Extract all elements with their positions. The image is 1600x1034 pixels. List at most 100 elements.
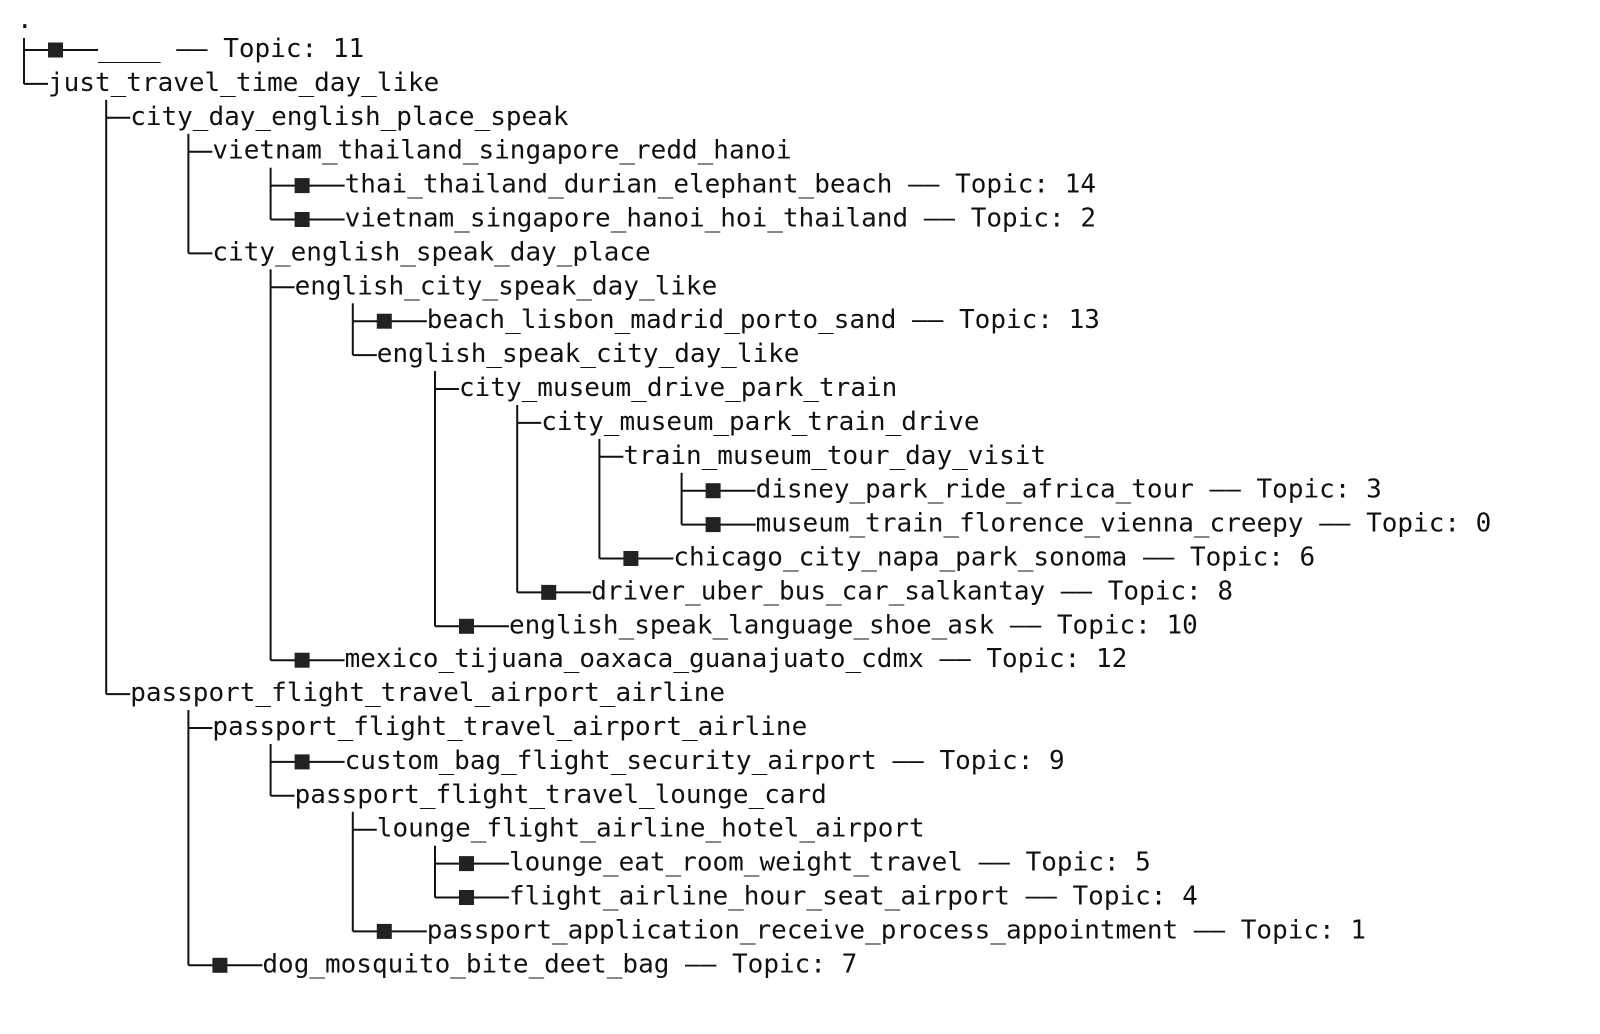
tree-leaf-node: vietnam_singapore_hanoi_hoi_thailand —— …: [294, 204, 1096, 234]
node-topic-words: passport_flight_travel_airport_airline: [212, 712, 807, 742]
topic-separator: ——: [1178, 915, 1241, 945]
node-topic-words: flight_airline_hour_seat_airport: [509, 882, 1010, 912]
node-topic-words: passport_flight_travel_lounge_card: [295, 780, 827, 810]
topic-separator: ——: [924, 644, 987, 674]
node-topic-words: city_museum_park_train_drive: [541, 407, 979, 437]
node-topic-words: just_travel_time_day_like: [48, 68, 439, 98]
topic-separator: ——: [161, 34, 224, 64]
node-label: thai_thailand_durian_elephant_beach —— T…: [345, 170, 1096, 200]
topic-number: 10: [1166, 610, 1197, 640]
node-topic-words: vietnam_thailand_singapore_redd_hanoi: [212, 136, 791, 166]
topic-prefix: Topic:: [1057, 610, 1167, 640]
node-label: passport_flight_travel_airport_airline: [212, 712, 807, 742]
topic-prefix: Topic:: [1257, 475, 1367, 505]
topic-separator: ——: [892, 170, 955, 200]
topic-separator: ——: [877, 746, 940, 776]
topic-prefix: Topic:: [955, 170, 1065, 200]
tree-leaf-node: driver_uber_bus_car_salkantay —— Topic: …: [541, 576, 1233, 606]
tree-leaf-node: museum_train_florence_vienna_creepy —— T…: [705, 509, 1492, 539]
topic-prefix: Topic:: [1241, 915, 1351, 945]
tree-branch-node: passport_flight_travel_airport_airline: [130, 678, 725, 708]
topic-separator: ——: [1127, 543, 1190, 573]
node-label: chicago_city_napa_park_sonoma —— Topic: …: [673, 543, 1315, 573]
node-topic-words: dog_mosquito_bite_deet_bag: [262, 949, 669, 979]
topic-prefix: Topic:: [1366, 509, 1476, 539]
node-label: passport_flight_travel_airport_airline: [130, 678, 725, 708]
topic-separator: ——: [908, 204, 971, 234]
node-label: city_museum_drive_park_train: [459, 373, 897, 403]
node-label: ____ —— Topic: 11: [98, 34, 364, 64]
topic-separator: ——: [1010, 882, 1073, 912]
node-label: vietnam_singapore_hanoi_hoi_thailand —— …: [345, 204, 1096, 234]
topic-prefix: Topic:: [1026, 848, 1136, 878]
leaf-square-icon: [623, 551, 639, 566]
node-topic-words: city_english_speak_day_place: [212, 237, 650, 267]
node-label: beach_lisbon_madrid_porto_sand —— Topic:…: [427, 305, 1100, 335]
leaf-square-icon: [294, 178, 310, 194]
topic-number: 2: [1080, 204, 1096, 234]
topic-prefix: Topic:: [959, 305, 1069, 335]
leaf-square-icon: [294, 652, 310, 668]
leaf-square-icon: [705, 483, 721, 499]
node-topic-words: lounge_flight_airline_hotel_airport: [377, 814, 925, 844]
node-topic-words: english_speak_language_shoe_ask: [509, 610, 995, 640]
leaf-square-icon: [376, 313, 392, 329]
topic-number: 8: [1217, 576, 1233, 606]
tree-nodes: ____ —— Topic: 11 just_travel_time_day_li…: [48, 34, 1491, 979]
topic-separator: ——: [963, 848, 1026, 878]
node-label: disney_park_ride_africa_tour —— Topic: 3: [756, 475, 1382, 505]
node-topic-words: driver_uber_bus_car_salkantay: [591, 576, 1045, 606]
topic-number: 5: [1135, 848, 1151, 878]
node-label: just_travel_time_day_like: [48, 68, 439, 98]
topic-number: 7: [842, 949, 858, 979]
node-topic-words: custom_bag_flight_security_airport: [345, 746, 877, 776]
tree-branch-node: passport_flight_travel_lounge_card: [295, 780, 827, 810]
topic-number: 12: [1096, 644, 1127, 674]
node-topic-words: english_city_speak_day_like: [295, 271, 718, 301]
node-topic-words: lounge_eat_room_weight_travel: [509, 848, 963, 878]
tree-branch-node: just_travel_time_day_like: [48, 68, 439, 98]
node-topic-words: passport_application_receive_process_app…: [427, 915, 1178, 945]
node-label: english_speak_language_shoe_ask —— Topic…: [509, 610, 1198, 640]
tree-branch-node: city_english_speak_day_place: [212, 237, 650, 267]
topic-separator: ——: [994, 610, 1057, 640]
tree-leaf-node: thai_thailand_durian_elephant_beach —— T…: [294, 170, 1096, 200]
tree-branch-node: city_museum_drive_park_train: [459, 373, 897, 403]
leaf-square-icon: [48, 42, 63, 58]
leaf-square-icon: [212, 957, 228, 973]
tree-leaf-node: ____ —— Topic: 11: [48, 34, 364, 64]
topic-separator: ——: [1045, 576, 1108, 606]
topic-separator: ——: [1303, 509, 1366, 539]
node-topic-words: mexico_tijuana_oaxaca_guanajuato_cdmx: [345, 644, 924, 674]
node-label: train_museum_tour_day_visit: [623, 441, 1046, 471]
topic-prefix: Topic:: [939, 746, 1049, 776]
tree-leaf-node: passport_application_receive_process_app…: [376, 915, 1366, 945]
tree-branch-node: english_city_speak_day_like: [295, 271, 718, 301]
topic-number: 13: [1069, 305, 1100, 335]
tree-branch-node: city_museum_park_train_drive: [541, 407, 979, 437]
node-topic-words: english_speak_city_day_like: [377, 339, 800, 369]
node-label: mexico_tijuana_oaxaca_guanajuato_cdmx ——…: [345, 644, 1128, 674]
topic-prefix: Topic:: [1108, 576, 1218, 606]
leaf-square-icon: [541, 584, 557, 600]
node-label: passport_application_receive_process_app…: [427, 915, 1366, 945]
topic-prefix: Topic:: [223, 34, 333, 64]
topic-prefix: Topic:: [1073, 882, 1183, 912]
tree-leaf-node: english_speak_language_shoe_ask —— Topic…: [459, 610, 1198, 640]
node-label: driver_uber_bus_car_salkantay —— Topic: …: [591, 576, 1233, 606]
leaf-square-icon: [294, 754, 310, 770]
tree-branch-node: english_speak_city_day_like: [377, 339, 800, 369]
node-topic-words: train_museum_tour_day_visit: [623, 441, 1046, 471]
node-label: flight_airline_hour_seat_airport —— Topi…: [509, 882, 1198, 912]
node-label: museum_train_florence_vienna_creepy —— T…: [756, 509, 1492, 539]
topic-number: 4: [1182, 882, 1198, 912]
topic-number: 9: [1049, 746, 1065, 776]
node-label: city_day_english_place_speak: [130, 102, 569, 132]
node-label: dog_mosquito_bite_deet_bag —— Topic: 7: [262, 949, 857, 979]
tree-leaf-node: beach_lisbon_madrid_porto_sand —— Topic:…: [376, 305, 1100, 335]
node-topic-words: chicago_city_napa_park_sonoma: [673, 543, 1127, 573]
node-topic-words: passport_flight_travel_airport_airline: [130, 678, 725, 708]
node-label: custom_bag_flight_security_airport —— To…: [345, 746, 1065, 776]
leaf-square-icon: [705, 517, 721, 533]
